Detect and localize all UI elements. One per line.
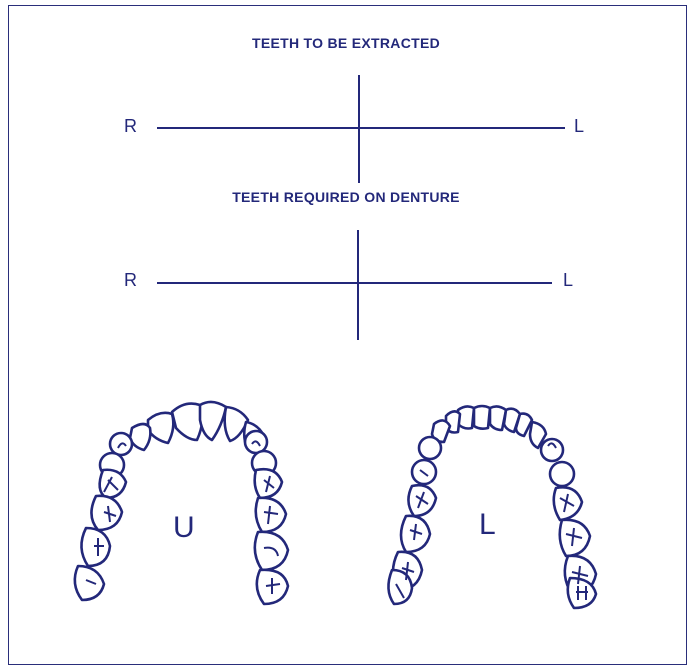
upper-arch-icon <box>75 402 288 604</box>
lower-arch-icon <box>388 406 596 608</box>
upper-arch-label: U <box>173 511 195 545</box>
lower-arch-label: L <box>479 508 496 542</box>
